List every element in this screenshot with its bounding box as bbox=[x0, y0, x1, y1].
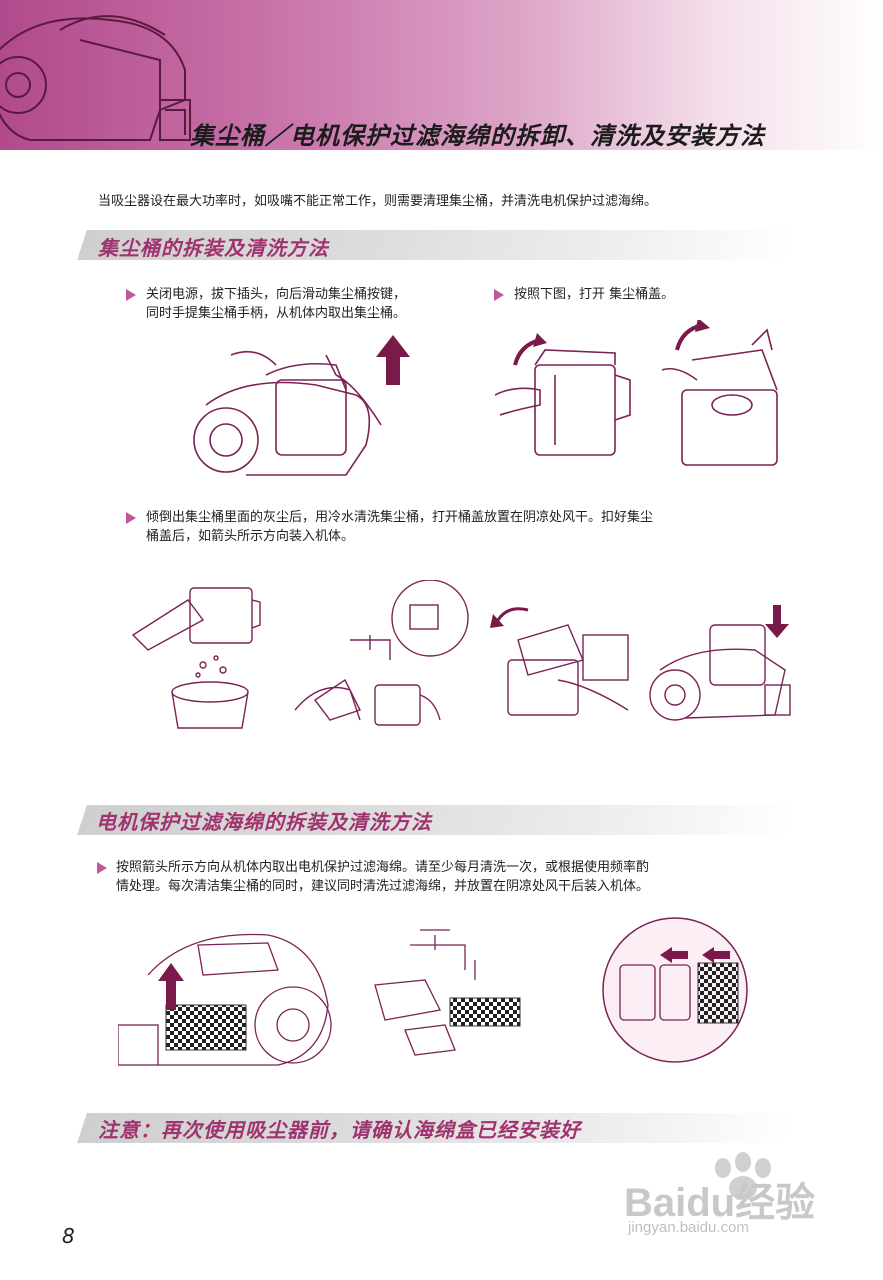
section1-step1: 关闭电源，拔下插头，向后滑动集尘桶按键， 同时手提集尘桶手柄，从机体内取出集尘桶… bbox=[146, 287, 407, 321]
reinstall-bin-illustration bbox=[649, 605, 791, 721]
section2-title: 电机保护过滤海绵的拆装及清洗方法 bbox=[96, 810, 432, 834]
section2-step1: 按照箭头所示方向从机体内取出电机保护过滤海绵。请至少每月清洗一次，或根据使用频率… bbox=[116, 860, 650, 894]
bullet-icon bbox=[494, 289, 504, 301]
remove-filter-illustration bbox=[118, 933, 332, 1066]
filter-zoom-illustration bbox=[602, 917, 748, 1063]
open-lid-step1-illustration bbox=[495, 333, 631, 456]
bullet-icon bbox=[126, 512, 136, 524]
open-lid-step2-illustration bbox=[662, 320, 778, 466]
empty-dust-illustration bbox=[131, 587, 261, 729]
bullet-icon bbox=[97, 862, 107, 874]
header-banner bbox=[0, 0, 883, 150]
section1-step2: 按照下图，打开 集尘桶盖。 bbox=[514, 287, 675, 302]
intro-text: 当吸尘器设在最大功率时，如吸嘴不能正常工作，则需要清理集尘桶，并清洗电机保护过滤… bbox=[98, 194, 658, 209]
page-title: 集尘桶／电机保护过滤海绵的拆卸、清洗及安装方法 bbox=[190, 122, 765, 150]
bullet-icon bbox=[126, 289, 136, 301]
vacuum-illustration-header bbox=[0, 15, 191, 141]
section1-step3: 倾倒出集尘桶里面的灰尘后，用冷水清洗集尘桶，打开桶盖放置在阴凉处风干。扣好集尘 … bbox=[146, 510, 654, 544]
remove-dustbin-illustration bbox=[193, 335, 410, 476]
paw-logo-icon bbox=[715, 1152, 771, 1200]
watermark-brand: Baidu经验 bbox=[624, 1181, 816, 1225]
note-text: 注意：再次使用吸尘器前，请确认海绵盒已经安装好 bbox=[98, 1118, 581, 1142]
wash-bin-illustration bbox=[294, 580, 469, 726]
watermark-url: jingyan.baidu.com bbox=[628, 1219, 749, 1236]
close-lid-illustration bbox=[490, 607, 629, 716]
section1-title: 集尘桶的拆装及清洗方法 bbox=[98, 236, 329, 260]
page-number: 8 bbox=[62, 1224, 75, 1248]
wash-filter-illustration bbox=[374, 929, 521, 1056]
